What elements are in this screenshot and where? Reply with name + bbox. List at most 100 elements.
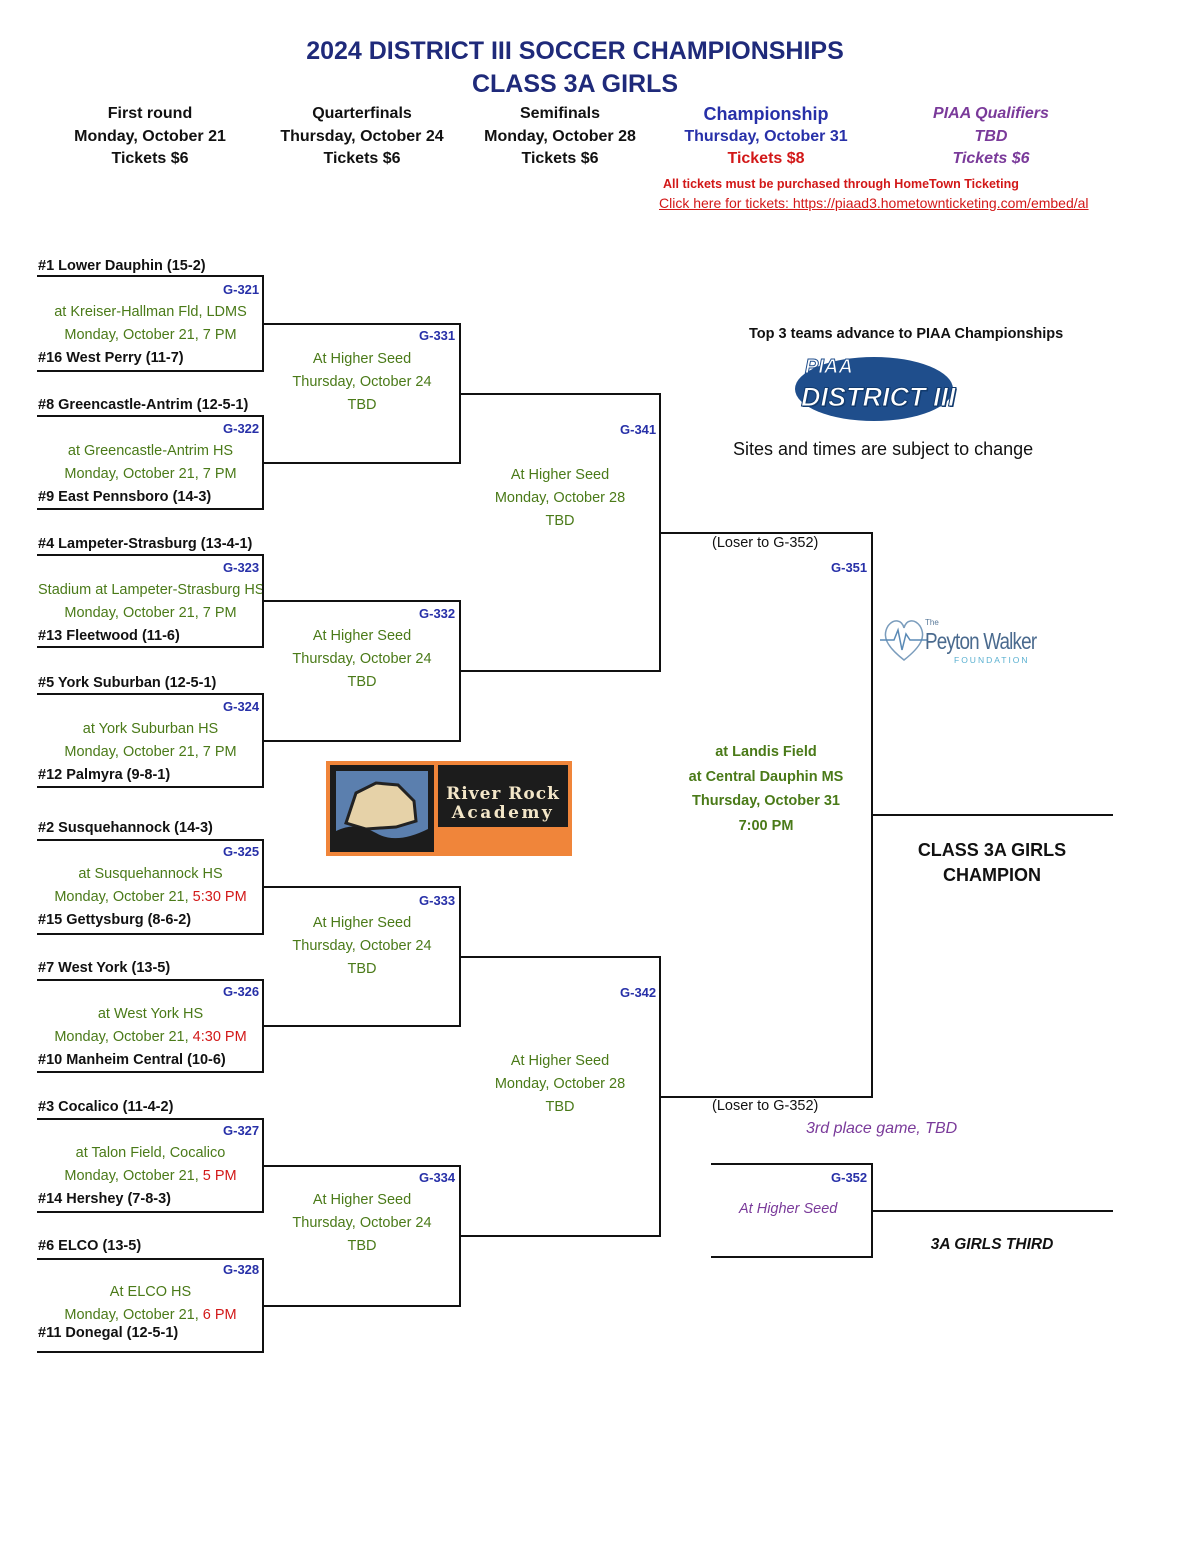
bracket-line xyxy=(37,839,263,841)
page-title: 2024 DISTRICT III SOCCER CHAMPIONSHIPS xyxy=(306,37,844,65)
game-time: 4:30 PM xyxy=(192,1029,247,1045)
game-id: G-328 xyxy=(223,1262,260,1277)
game-id: G-327 xyxy=(223,1123,260,1138)
game-date: Monday, October 21, xyxy=(64,327,203,343)
game-date: Monday, October 21, xyxy=(54,1029,193,1045)
game-id: G-321 xyxy=(223,282,260,297)
team-seed-top: #1 Lower Dauphin (15-2) xyxy=(38,258,206,274)
game-time: 7 PM xyxy=(202,605,237,621)
bracket-line xyxy=(871,814,1113,816)
game-date: Monday, October 21, xyxy=(54,889,193,905)
game-date-time: Monday, October 21, 7 PM xyxy=(38,327,263,343)
bracket-line xyxy=(262,886,460,888)
game-site: at Greencastle-Antrim HS xyxy=(67,443,234,459)
bracket-line xyxy=(37,1118,263,1120)
team-seed-bottom: #12 Palmyra (9-8-1) xyxy=(38,767,171,783)
heart-pulse-icon xyxy=(880,620,928,661)
game-site: at York Suburban HS xyxy=(82,721,219,737)
ticket-notice: All tickets must be purchased through Ho… xyxy=(663,177,1019,191)
game-date-time: Monday, October 21, 5:30 PM xyxy=(38,889,263,905)
bracket-line xyxy=(262,1305,460,1307)
game-id-g333: G-333 xyxy=(419,893,456,908)
bracket-line xyxy=(37,1258,263,1260)
game-date-time: Monday, October 21, 4:30 PM xyxy=(38,1029,263,1045)
bracket-line xyxy=(262,462,460,464)
bracket-line xyxy=(262,740,460,742)
bracket-line xyxy=(37,508,263,510)
team-seed-top: #5 York Suburban (12-5-1) xyxy=(38,675,217,691)
game-time: 5:30 PM xyxy=(192,889,247,905)
bracket-line xyxy=(37,646,263,648)
team-seed-bottom: #10 Manheim Central (10-6) xyxy=(38,1052,226,1068)
bracket-line xyxy=(459,1235,660,1237)
bracket-line xyxy=(262,1165,460,1167)
game-id-g334: G-334 xyxy=(419,1170,456,1185)
loser-note-2: (Loser to G-352) xyxy=(712,1098,819,1114)
game-id-g342: G-342 xyxy=(620,985,657,1000)
ticket-link[interactable]: Click here for tickets: https://piaad3.h… xyxy=(659,195,1089,211)
game-id-g341: G-341 xyxy=(620,422,657,437)
game-id: G-322 xyxy=(223,421,260,436)
bracket-line xyxy=(659,532,872,534)
team-seed-top: #7 West York (13-5) xyxy=(38,960,171,976)
bracket-line xyxy=(459,670,660,672)
game-site: Stadium at Lampeter-Strasburg HS xyxy=(38,582,265,598)
team-seed-top: #6 ELCO (13-5) xyxy=(38,1238,142,1254)
team-seed-bottom: #11 Donegal (12-5-1) xyxy=(38,1325,179,1341)
team-seed-top: #8 Greencastle-Antrim (12-5-1) xyxy=(38,397,249,413)
team-seed-bottom: #15 Gettysburg (8-6-2) xyxy=(38,912,192,928)
bracket-line xyxy=(37,275,263,277)
team-seed-top: #2 Susquehannock (14-3) xyxy=(38,820,213,836)
game-site: at Talon Field, Cocalico xyxy=(75,1145,226,1161)
game-site: At ELCO HS xyxy=(109,1284,192,1300)
game-id-g331: G-331 xyxy=(419,328,456,343)
bracket-line xyxy=(262,600,460,602)
change-note: Sites and times are subject to change xyxy=(733,439,1034,459)
bracket-line xyxy=(711,1163,872,1165)
bracket-line xyxy=(37,1071,263,1073)
game-time: 7 PM xyxy=(202,327,237,343)
third-place-result: 3A GIRLS THIRD xyxy=(930,1236,1054,1253)
game-date: Monday, October 21, xyxy=(64,1168,203,1184)
team-seed-bottom: #13 Fleetwood (11-6) xyxy=(38,628,180,644)
game-date-time: Monday, October 21, 7 PM xyxy=(38,466,263,482)
game-time: 7 PM xyxy=(202,466,237,482)
bracket-line xyxy=(711,1256,872,1258)
bracket-line xyxy=(37,370,263,372)
game-date-time: Monday, October 21, 5 PM xyxy=(38,1168,263,1184)
game-site: at Susquehannock HS xyxy=(78,866,223,882)
bracket-line xyxy=(459,393,660,395)
team-seed-bottom: #9 East Pennsboro (14-3) xyxy=(38,489,212,505)
game-time: 5 PM xyxy=(202,1168,237,1184)
team-seed-top: #3 Cocalico (11-4-2) xyxy=(38,1099,174,1115)
bracket-line xyxy=(37,933,263,935)
team-seed-bottom: #16 West Perry (11-7) xyxy=(38,350,184,366)
game-date-time: Monday, October 21, 7 PM xyxy=(38,605,263,621)
game-date: Monday, October 21, xyxy=(64,605,203,621)
game-date-time: Monday, October 21, 7 PM xyxy=(38,744,263,760)
game-site: at Kreiser-Hallman Fld, LDMS xyxy=(54,304,247,320)
game-time: 7 PM xyxy=(202,744,237,760)
game-site: at West York HS xyxy=(97,1006,204,1022)
piaa-district-logo: PIAA DISTRICT III xyxy=(795,355,995,425)
third-place-site: At Higher Seed xyxy=(739,1201,838,1217)
game-id-g351: G-351 xyxy=(831,560,868,575)
third-place-label: 3rd place game, TBD xyxy=(806,1120,958,1137)
game-date: Monday, October 21, xyxy=(64,466,203,482)
bracket-line xyxy=(871,1210,1113,1212)
team-seed-bottom: #14 Hershey (7-8-3) xyxy=(38,1191,171,1207)
bracket-line xyxy=(459,956,660,958)
game-date: Monday, October 21, xyxy=(64,744,203,760)
bracket-line xyxy=(37,415,263,417)
